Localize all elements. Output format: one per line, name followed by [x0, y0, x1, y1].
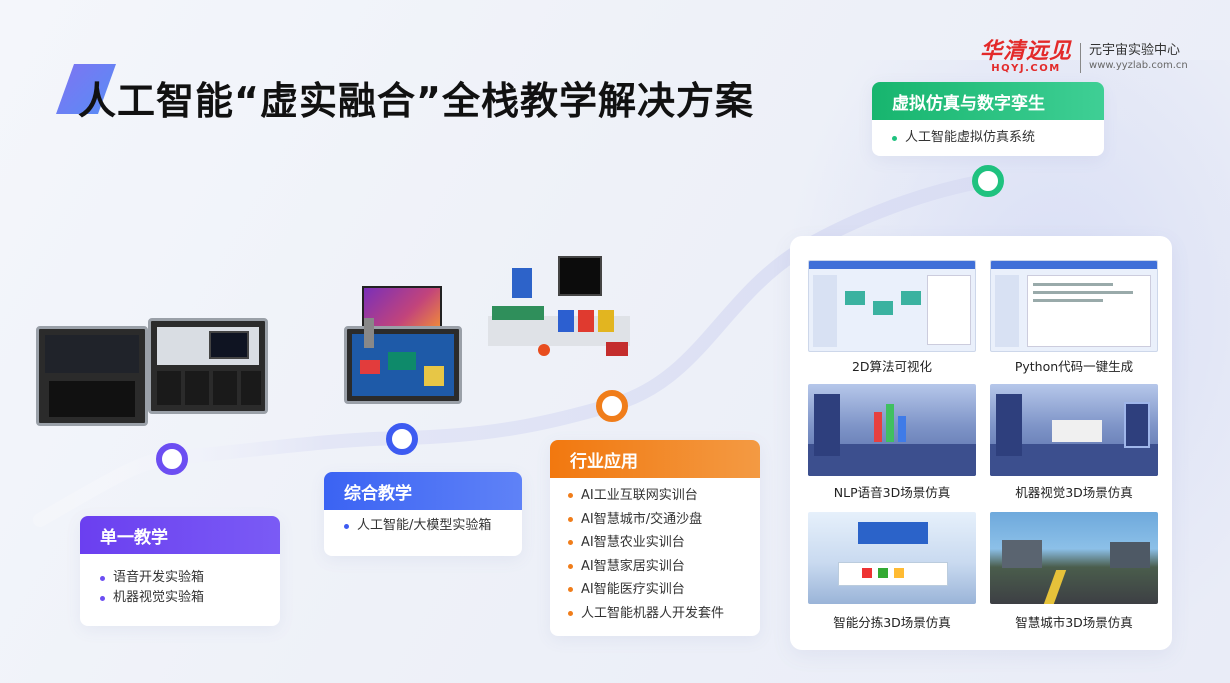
- stage-marker-4: [972, 165, 1004, 197]
- sim-thumb-nlp-3d: [808, 384, 976, 476]
- ai-model-kit-image: [344, 286, 462, 406]
- list-item: AI智慧家居实训台: [568, 555, 724, 579]
- list-item: AI智慧农业实训台: [568, 531, 724, 555]
- simulation-panel: 2D算法可视化 Python代码一键生成 NLP语音3D场景仿真 机器视觉3D场…: [790, 236, 1172, 650]
- stage-card-integrated-list: 人工智能/大模型实验箱: [344, 516, 491, 536]
- sim-caption: 智能分拣3D场景仿真: [833, 615, 951, 630]
- list-item: 人工智能/大模型实验箱: [344, 516, 491, 536]
- stage-card-single: 单一教学 语音开发实验箱 机器视觉实验箱: [80, 516, 280, 626]
- logo-main-cn: 华清远见: [980, 39, 1073, 64]
- stage-card-single-list: 语音开发实验箱 机器视觉实验箱: [100, 568, 204, 608]
- stage-card-virtual-title: 虚拟仿真与数字孪生: [872, 82, 1104, 120]
- list-item: AI智慧城市/交通沙盘: [568, 508, 724, 532]
- stage-marker-2: [386, 423, 418, 455]
- list-item: 人工智能机器人开发套件: [568, 602, 724, 626]
- list-item: 人工智能虚拟仿真系统: [892, 128, 1035, 148]
- brand-logo: 华清远见 HQYJ.COM 元宇宙实验中心 www.yyzlab.com.cn: [980, 38, 1188, 78]
- logo-side-cn: 元宇宙实验中心: [1089, 43, 1181, 58]
- kit-case-right: [148, 318, 268, 414]
- stage-card-single-title: 单一教学: [80, 516, 280, 554]
- logo-side-en: www.yyzlab.com.cn: [1089, 60, 1188, 71]
- list-item: 语音开发实验箱: [100, 568, 204, 588]
- stage-marker-3: [596, 390, 628, 422]
- sim-caption: 2D算法可视化: [851, 359, 933, 374]
- stage-marker-1: [156, 443, 188, 475]
- logo-main: 华清远见 HQYJ.COM: [980, 41, 1072, 75]
- sim-caption: 机器视觉3D场景仿真: [1015, 485, 1133, 500]
- list-item: 机器视觉实验箱: [100, 588, 204, 608]
- logo-main-en: HQYJ.COM: [991, 63, 1061, 74]
- stage-card-virtual: 虚拟仿真与数字孪生 人工智能虚拟仿真系统: [872, 82, 1104, 156]
- sim-thumb-python-codegen: [990, 260, 1158, 352]
- kit-case-left: [36, 326, 148, 426]
- voice-vision-kits-image: [36, 318, 268, 434]
- stage-card-industry: 行业应用 AI工业互联网实训台 AI智慧城市/交通沙盘 AI智慧农业实训台 AI…: [550, 440, 760, 636]
- list-item: AI工业互联网实训台: [568, 484, 724, 508]
- sim-thumb-vision-3d: [990, 384, 1158, 476]
- page-title: 人工智能“虚实融合”全栈教学解决方案: [78, 79, 754, 123]
- list-item: AI智能医疗实训台: [568, 578, 724, 602]
- industry-trainer-image: [488, 256, 630, 360]
- stage-card-industry-list: AI工业互联网实训台 AI智慧城市/交通沙盘 AI智慧农业实训台 AI智慧家居实…: [568, 484, 724, 625]
- sim-caption: NLP语音3D场景仿真: [833, 485, 951, 500]
- stage-card-integrated: 综合教学 人工智能/大模型实验箱: [324, 472, 522, 556]
- sim-thumb-sorting-3d: [808, 512, 976, 604]
- logo-side: 元宇宙实验中心 www.yyzlab.com.cn: [1089, 43, 1188, 73]
- stage-card-virtual-list: 人工智能虚拟仿真系统: [892, 128, 1035, 148]
- sim-caption: Python代码一键生成: [1014, 359, 1134, 374]
- stage-card-integrated-title: 综合教学: [324, 472, 522, 510]
- sim-thumb-smart-city-3d: [990, 512, 1158, 604]
- stage-card-industry-title: 行业应用: [550, 440, 760, 478]
- sim-thumb-2d-algorithm: [808, 260, 976, 352]
- sim-caption: 智慧城市3D场景仿真: [1015, 615, 1133, 630]
- logo-divider: [1080, 43, 1082, 73]
